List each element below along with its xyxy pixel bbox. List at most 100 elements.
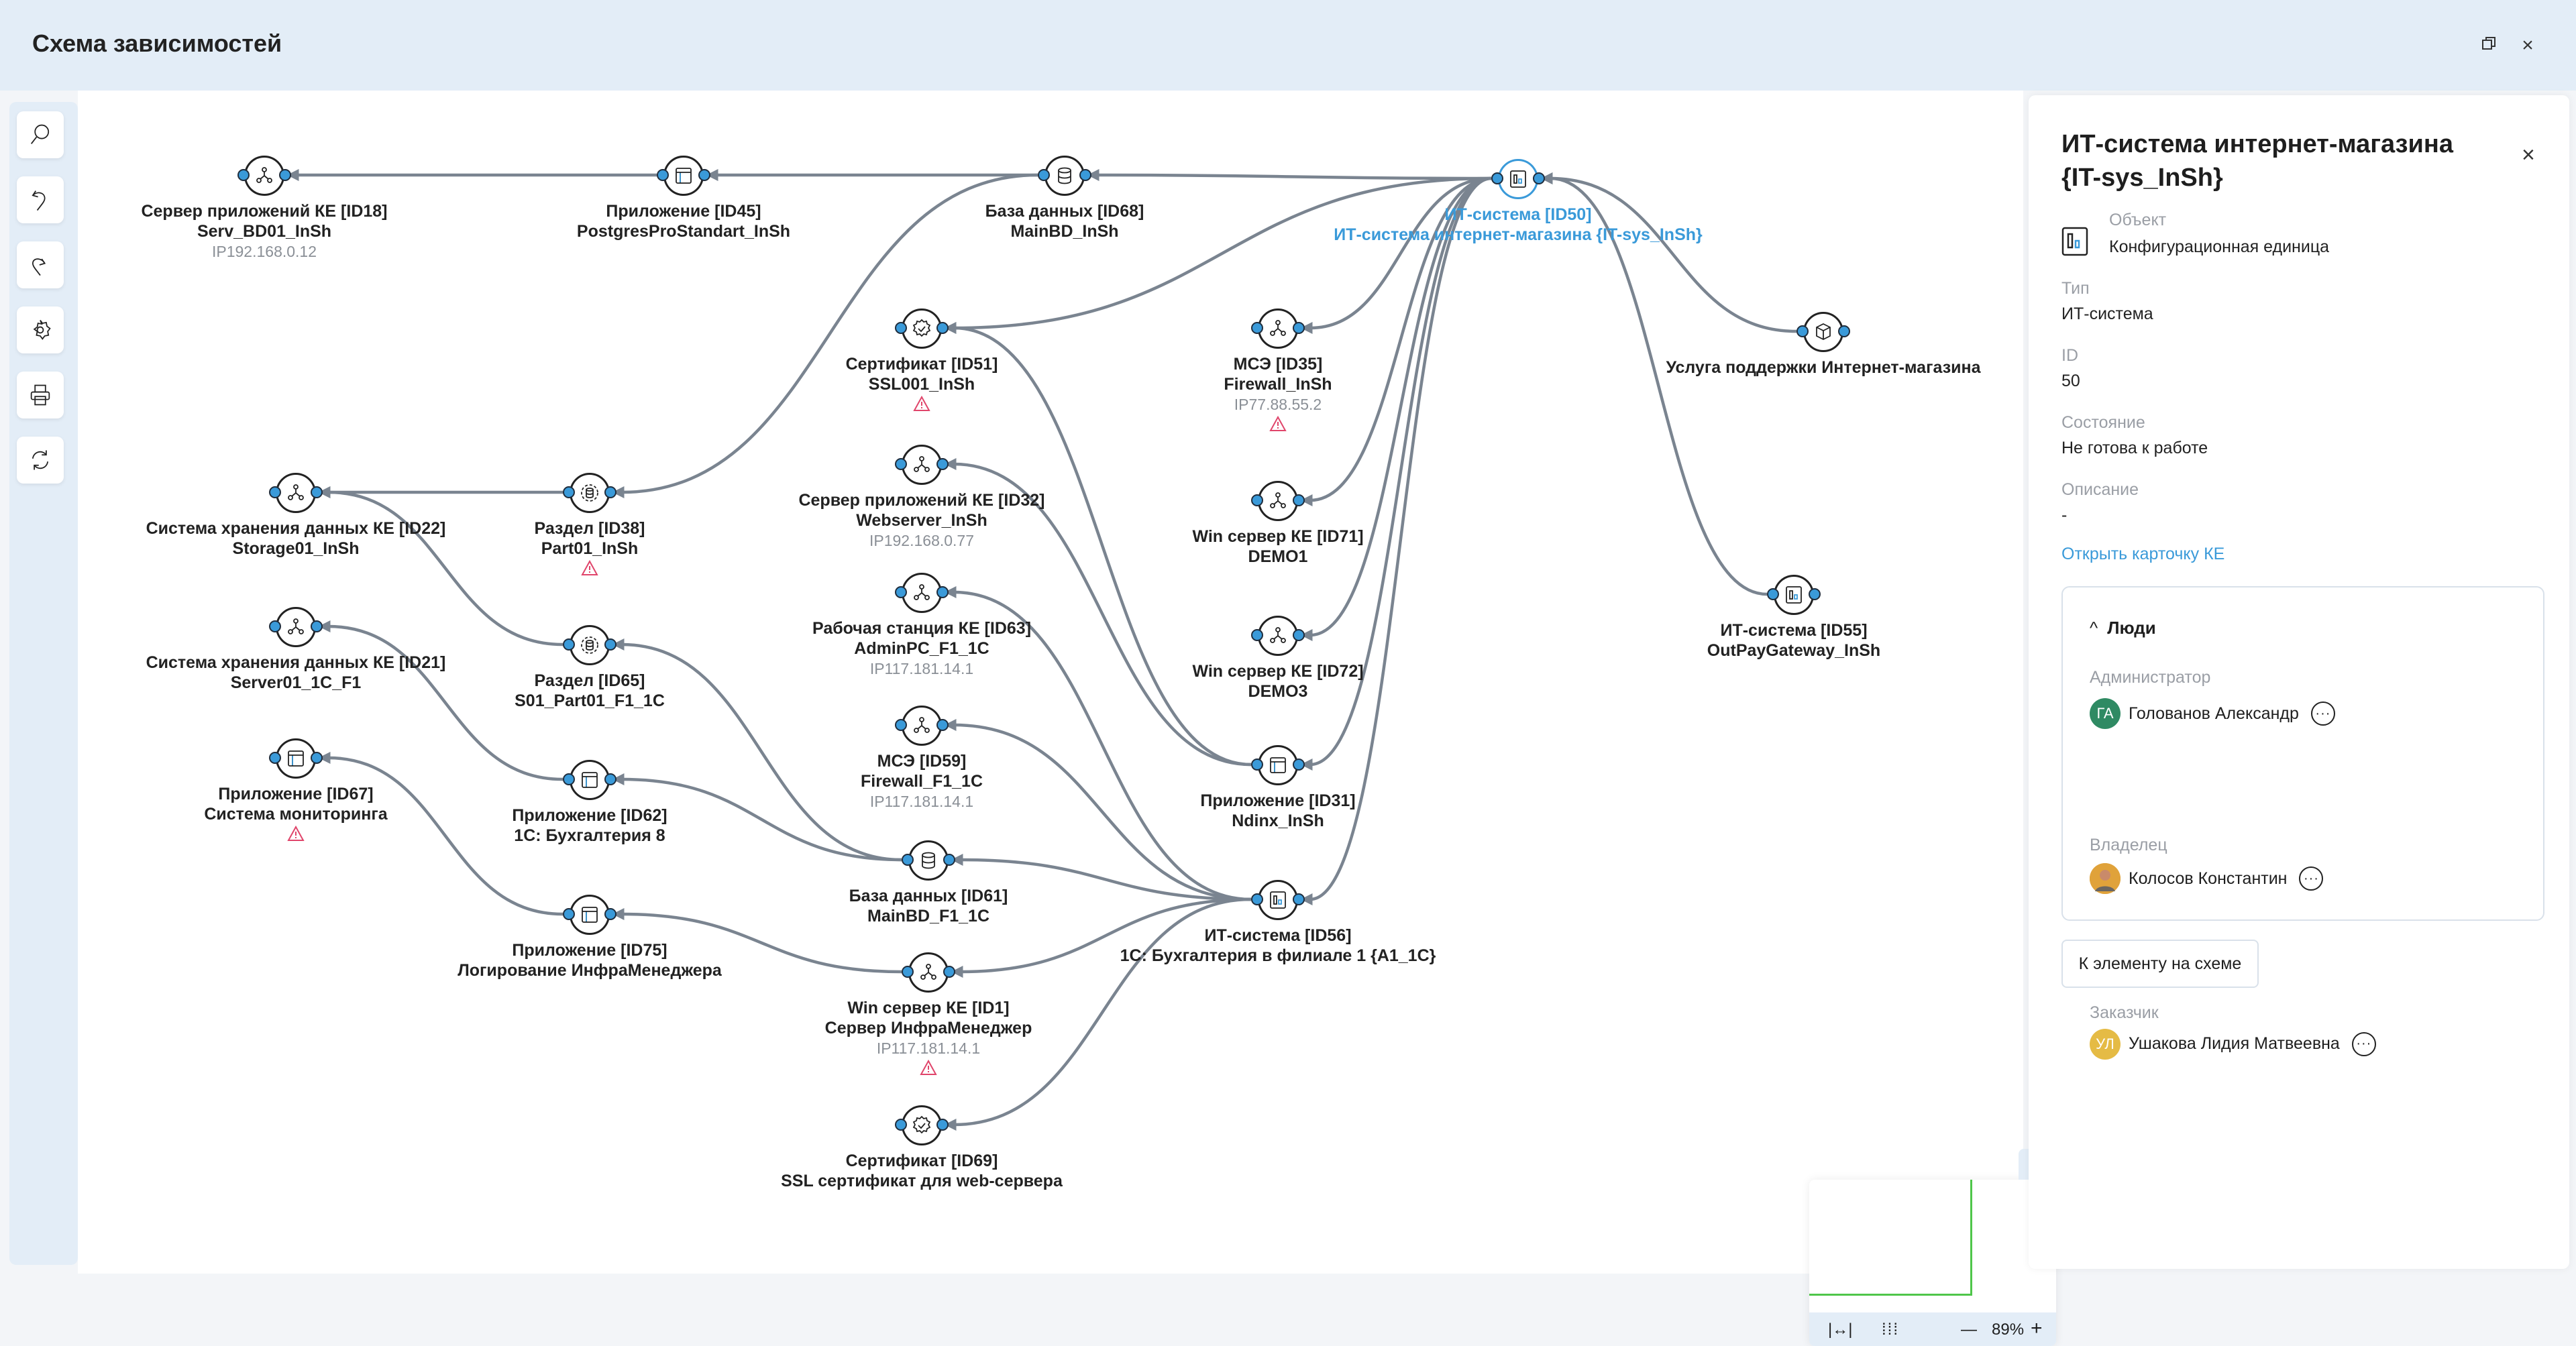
- grid-icon[interactable]: ⁞⁞⁞: [1882, 1321, 1900, 1339]
- port-out[interactable]: [604, 638, 616, 651]
- edge-50-to-68[interactable]: [1087, 169, 1492, 182]
- edge-50-to-72[interactable]: [1300, 176, 1492, 641]
- redo-button[interactable]: [17, 241, 64, 288]
- port-out[interactable]: [1809, 588, 1821, 600]
- minimap-viewport[interactable]: [1809, 1180, 1972, 1296]
- edge-50-to-56[interactable]: [1300, 176, 1492, 905]
- port-out[interactable]: [698, 169, 710, 181]
- port-in[interactable]: [563, 486, 575, 498]
- edge-75-to-67[interactable]: [318, 752, 564, 916]
- gear-button[interactable]: [17, 306, 64, 353]
- edge-65-to-22[interactable]: [318, 486, 564, 647]
- node-circle[interactable]: [570, 895, 610, 935]
- edge-1-to-75[interactable]: [612, 908, 902, 974]
- search-button[interactable]: [17, 111, 64, 158]
- edge-61-to-65[interactable]: [612, 638, 902, 862]
- edge-61-to-62[interactable]: [612, 773, 902, 862]
- minimap[interactable]: |↔| ⁞⁞⁞ — 89% +: [1809, 1149, 2056, 1346]
- refresh-button[interactable]: [17, 437, 64, 484]
- port-out[interactable]: [1079, 169, 1091, 181]
- node-circle[interactable]: [1258, 309, 1298, 349]
- port-out[interactable]: [936, 1119, 949, 1131]
- port-in[interactable]: [902, 854, 914, 866]
- port-in[interactable]: [1251, 629, 1263, 641]
- edge-31-to-51[interactable]: [944, 322, 1252, 767]
- port-in[interactable]: [657, 169, 669, 181]
- more-options-button[interactable]: ···: [2299, 866, 2324, 891]
- port-out[interactable]: [1838, 325, 1850, 337]
- port-out[interactable]: [1293, 629, 1305, 641]
- port-in[interactable]: [563, 773, 575, 785]
- node-circle[interactable]: [276, 738, 316, 779]
- port-in[interactable]: [269, 752, 281, 764]
- edge-50-to-35[interactable]: [1300, 176, 1492, 334]
- node-circle[interactable]: [902, 573, 942, 613]
- port-out[interactable]: [1533, 172, 1545, 184]
- edge-56-to-1[interactable]: [951, 897, 1252, 978]
- close-button[interactable]: ×: [2522, 34, 2534, 56]
- panel-close-button[interactable]: ×: [2522, 142, 2535, 168]
- port-out[interactable]: [1293, 494, 1305, 506]
- port-out[interactable]: [943, 966, 955, 978]
- edge-56-to-61[interactable]: [951, 854, 1252, 901]
- more-options-button[interactable]: ···: [2310, 702, 2335, 726]
- port-out[interactable]: [936, 719, 949, 731]
- port-out[interactable]: [604, 486, 616, 498]
- fit-to-screen-button[interactable]: |↔|: [1828, 1321, 1853, 1339]
- node-circle[interactable]: [663, 156, 704, 196]
- port-in[interactable]: [563, 638, 575, 651]
- edge-56-to-63[interactable]: [944, 586, 1252, 901]
- port-in[interactable]: [895, 322, 907, 334]
- port-in[interactable]: [1491, 172, 1503, 184]
- port-in[interactable]: [237, 169, 250, 181]
- port-in[interactable]: [1767, 588, 1779, 600]
- port-in[interactable]: [1251, 322, 1263, 334]
- port-out[interactable]: [1293, 322, 1305, 334]
- node-circle[interactable]: [1258, 616, 1298, 656]
- port-in[interactable]: [1251, 893, 1263, 905]
- node-circle[interactable]: [1044, 156, 1085, 196]
- zoom-out-button[interactable]: —: [1961, 1321, 1977, 1339]
- node-circle[interactable]: [276, 473, 316, 513]
- undo-button[interactable]: [17, 176, 64, 223]
- open-card-link[interactable]: Открыть карточку КЕ: [2061, 545, 2225, 563]
- port-out[interactable]: [936, 322, 949, 334]
- people-toggle[interactable]: ^Люди: [2090, 618, 2156, 638]
- node-circle[interactable]: [908, 952, 949, 993]
- node-circle[interactable]: [570, 625, 610, 665]
- node-circle[interactable]: [902, 309, 942, 349]
- node-circle[interactable]: [1258, 745, 1298, 785]
- port-in[interactable]: [895, 458, 907, 470]
- edge-55-to-50[interactable]: [1540, 172, 1768, 596]
- goto-element-button[interactable]: К элементу на схеме: [2061, 940, 2259, 988]
- port-in[interactable]: [902, 966, 914, 978]
- port-out[interactable]: [279, 169, 291, 181]
- port-out[interactable]: [936, 458, 949, 470]
- node-circle[interactable]: [570, 473, 610, 513]
- port-out[interactable]: [936, 586, 949, 598]
- edge-svc-to-50[interactable]: [1540, 172, 1797, 333]
- port-in[interactable]: [1251, 494, 1263, 506]
- edge-31-to-32[interactable]: [944, 458, 1252, 767]
- zoom-in-button[interactable]: +: [2031, 1317, 2043, 1339]
- port-in[interactable]: [1038, 169, 1050, 181]
- port-out[interactable]: [311, 752, 323, 764]
- print-button[interactable]: [17, 372, 64, 418]
- port-in[interactable]: [895, 586, 907, 598]
- diagram-canvas[interactable]: |↔| ⁞⁞⁞ — 89% + Сервер приложений КЕ [ID…: [78, 91, 2056, 1346]
- port-out[interactable]: [311, 486, 323, 498]
- window-restore-icon[interactable]: [2475, 32, 2502, 59]
- port-out[interactable]: [943, 854, 955, 866]
- node-circle[interactable]: [1803, 312, 1843, 352]
- port-in[interactable]: [1796, 325, 1809, 337]
- node-circle[interactable]: [1498, 159, 1538, 199]
- port-in[interactable]: [563, 908, 575, 920]
- edge-50-to-51[interactable]: [944, 176, 1492, 334]
- node-circle[interactable]: [902, 706, 942, 746]
- port-out[interactable]: [604, 773, 616, 785]
- edge-62-to-21[interactable]: [318, 620, 564, 781]
- port-out[interactable]: [1293, 759, 1305, 771]
- node-circle[interactable]: [276, 607, 316, 647]
- node-circle[interactable]: [1258, 481, 1298, 521]
- edge-50-to-31[interactable]: [1300, 176, 1492, 771]
